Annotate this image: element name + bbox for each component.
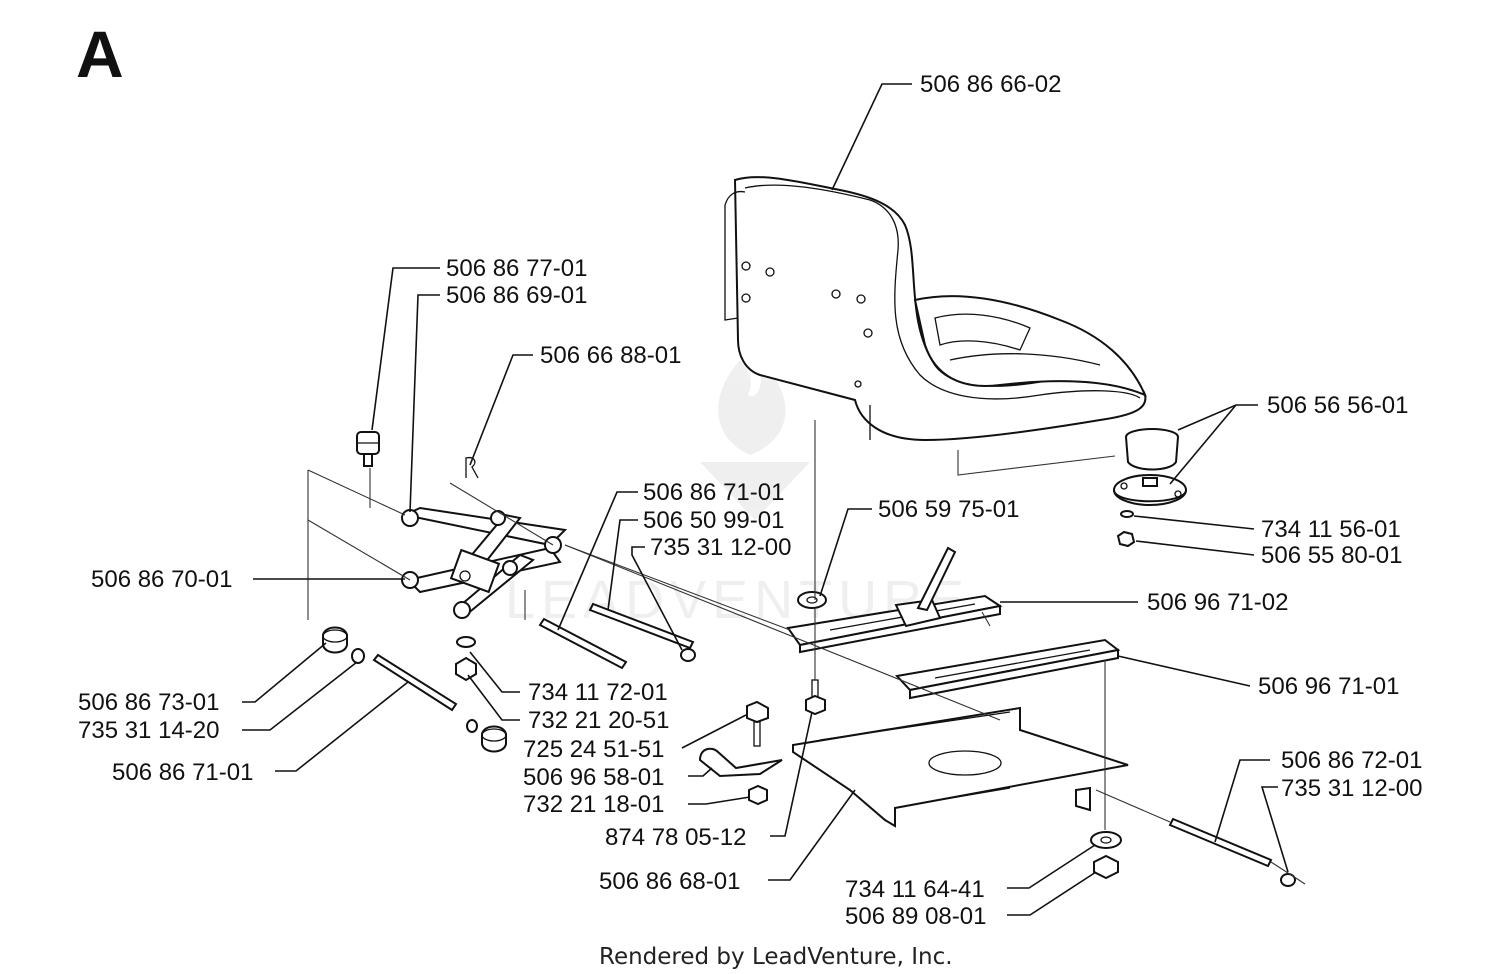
label-clip-lower[interactable]: 735 31 12-00 — [1281, 775, 1422, 802]
label-slide-rail[interactable]: 506 96 71-01 — [1258, 673, 1399, 700]
assembly-guide-lines — [307, 420, 1306, 885]
label-slide-rail-lever[interactable]: 506 96 71-02 — [1147, 589, 1288, 616]
label-nut-bracket[interactable]: 732 21 18-01 — [523, 791, 664, 818]
label-nut-bottom[interactable]: 506 89 08-01 — [845, 903, 986, 930]
label-clip-upper[interactable]: 735 31 12-00 — [650, 534, 791, 561]
watermark-logo-icon — [700, 360, 810, 520]
slide-rail-part[interactable] — [895, 638, 1121, 700]
washer-part[interactable] — [1120, 510, 1134, 518]
label-spacer[interactable]: 506 86 73-01 — [78, 689, 219, 716]
label-rod-upper[interactable]: 506 86 71-01 — [643, 479, 784, 506]
bolt-part[interactable] — [746, 700, 769, 747]
nut-part-4[interactable] — [1093, 854, 1119, 880]
label-bumper[interactable]: 506 86 77-01 — [446, 255, 587, 282]
washer-part-4[interactable] — [456, 636, 476, 648]
spacer-part[interactable] — [322, 626, 348, 654]
label-nut-mid[interactable]: 732 21 20-51 — [528, 707, 669, 734]
label-washer-mid[interactable]: 734 11 72-01 — [528, 679, 668, 706]
bracket-part[interactable] — [698, 747, 783, 778]
label-shaft[interactable]: 506 86 71-01 — [112, 759, 253, 786]
label-rod-long[interactable]: 506 50 99-01 — [643, 507, 784, 534]
footer-credit: Rendered by LeadVenture, Inc. — [599, 944, 953, 970]
label-washer-large[interactable]: 506 59 75-01 — [878, 496, 1019, 523]
washer-part-6[interactable] — [1090, 831, 1122, 849]
label-washer-spacer[interactable]: 735 31 14-20 — [78, 717, 219, 744]
rod-part[interactable] — [538, 602, 695, 670]
label-r-clip[interactable]: 506 66 88-01 — [540, 342, 681, 369]
label-seat[interactable]: 506 86 66-02 — [920, 71, 1061, 98]
spacer-part-2[interactable] — [481, 725, 507, 753]
washer-part-2[interactable] — [351, 648, 365, 664]
label-scissor-linkage-upper[interactable]: 506 86 69-01 — [446, 282, 587, 309]
label-base-plate[interactable]: 506 86 68-01 — [599, 868, 740, 895]
slide-rail-lever-part[interactable] — [786, 546, 1003, 654]
shaft-part[interactable] — [372, 653, 458, 712]
nut-part-2[interactable] — [455, 656, 477, 682]
part-number-labels: 506 86 66-02 506 86 77-01 506 86 69-01 5… — [78, 71, 1422, 930]
washer-part-5[interactable] — [797, 591, 827, 609]
label-bolt-bracket[interactable]: 725 24 51-51 — [523, 736, 664, 763]
label-bracket[interactable]: 506 96 58-01 — [523, 764, 664, 791]
r-clip-part[interactable] — [465, 456, 479, 479]
seat-part[interactable] — [724, 176, 1147, 442]
label-washer-small[interactable]: 734 11 56-01 — [1261, 516, 1401, 543]
base-plate-part[interactable] — [792, 706, 1129, 828]
nut-part-3[interactable] — [748, 784, 768, 806]
washer-part-3[interactable] — [466, 719, 478, 733]
label-rod-lower[interactable]: 506 86 72-01 — [1281, 747, 1422, 774]
bumper-part[interactable] — [356, 431, 380, 467]
section-letter: A — [76, 17, 124, 91]
clip-part[interactable] — [680, 648, 696, 662]
rod-part-2[interactable] — [1168, 817, 1273, 868]
bolt-part-2[interactable] — [805, 679, 826, 716]
clip-part-2[interactable] — [1280, 873, 1296, 887]
pivot-cap-part[interactable] — [1113, 428, 1187, 506]
label-scissor-linkage-lower[interactable]: 506 86 70-01 — [91, 566, 232, 593]
label-washer-bottom[interactable]: 734 11 64-41 — [845, 876, 985, 903]
label-bolt-rail[interactable]: 874 78 05-12 — [605, 824, 746, 851]
leader-lines — [242, 83, 1289, 916]
label-nut-small[interactable]: 506 55 80-01 — [1261, 542, 1402, 569]
nut-part[interactable] — [1116, 530, 1136, 548]
label-pivot-cap[interactable]: 506 56 56-01 — [1267, 392, 1408, 419]
